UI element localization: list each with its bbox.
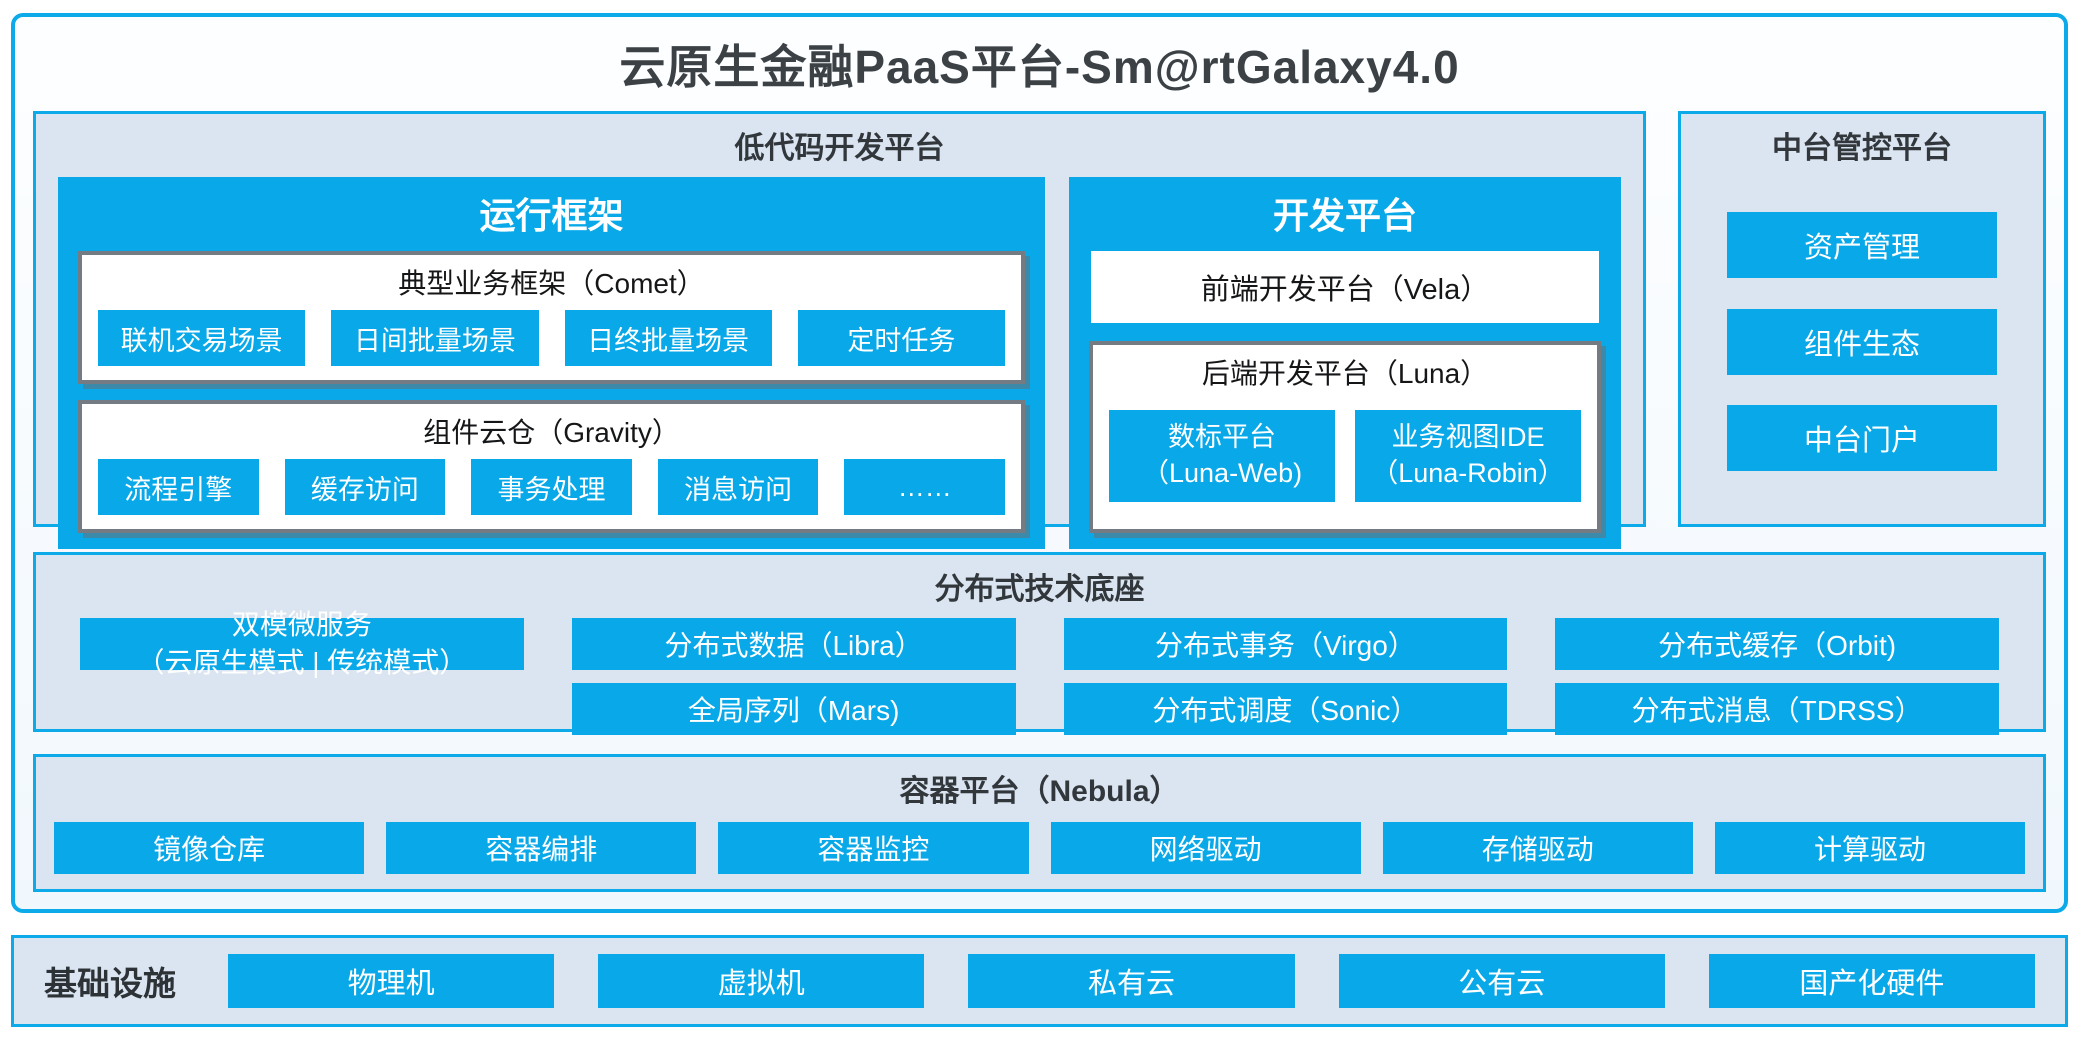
block-ellipsis: …… (844, 459, 1006, 515)
midplatform-control-title: 中台管控平台 (1772, 132, 1952, 165)
distributed-base-title: 分布式技术底座 (934, 573, 1145, 606)
block-global-sequence-mars: 全局序列（Mars) (571, 683, 1016, 735)
block-component-ecosystem: 组件生态 (1727, 308, 1997, 375)
block-dual-mode-line2: （云原生模式 | 传统模式） (136, 647, 468, 678)
block-luna-web-line2: （Luna-Web) (1142, 457, 1303, 488)
low-code-platform-body: 运行框架 典型业务框架（Comet） 联机交易场景 日间批量场景 日终批量场景 … (36, 177, 1643, 569)
block-distributed-transaction-virgo: 分布式事务（Virgo） (1063, 618, 1508, 670)
block-physical-machine: 物理机 (228, 954, 555, 1008)
runtime-framework-title: 运行框架 (479, 195, 624, 236)
block-container-monitoring: 容器监控 (718, 822, 1029, 874)
backend-platform-items: 数标平台 （Luna-Web) 业务视图IDE （Luna-Robin） (1093, 398, 1597, 529)
backend-platform-box: 后端开发平台（Luna） 数标平台 （Luna-Web) 业务视图IDE （Lu… (1089, 341, 1601, 533)
block-scheduled-task: 定时任务 (797, 310, 1006, 366)
block-dual-mode-line1: 双模微服务 (231, 609, 372, 641)
block-public-cloud: 公有云 (1338, 954, 1665, 1008)
block-cache-access: 缓存访问 (284, 459, 446, 515)
runtime-framework-box: 运行框架 典型业务框架（Comet） 联机交易场景 日间批量场景 日终批量场景 … (58, 177, 1046, 549)
block-daytime-batch: 日间批量场景 (331, 310, 539, 366)
block-luna-web: 数标平台 （Luna-Web) (1109, 409, 1336, 502)
dev-platform-box: 开发平台 前端开发平台（Vela） 后端开发平台（Luna） 数标平台 （Lun… (1069, 177, 1621, 549)
block-endofday-batch: 日终批量场景 (564, 310, 772, 366)
block-luna-web-line1: 数标平台 (1168, 422, 1277, 453)
dev-platform-title: 开发平台 (1273, 195, 1418, 236)
block-distributed-data-libra: 分布式数据（Libra） (571, 618, 1016, 670)
block-compute-driver: 计算驱动 (1714, 822, 2026, 874)
top-row: 低代码开发平台 运行框架 典型业务框架（Comet） 联机交易场景 日间批量场景… (33, 111, 2046, 549)
block-online-trading: 联机交易场景 (98, 310, 306, 366)
business-framework-items: 联机交易场景 日间批量场景 日终批量场景 定时任务 (82, 308, 1021, 380)
block-message-access: 消息访问 (657, 459, 819, 515)
business-framework-title: 典型业务框架（Comet） (398, 268, 705, 299)
block-luna-robin: 业务视图IDE （Luna-Robin） (1355, 409, 1581, 502)
midplatform-control-items: 资产管理 组件生态 中台门户 (1681, 177, 2043, 524)
container-platform-title: 容器平台（Nebula） (899, 775, 1180, 808)
component-warehouse-box: 组件云仓（Gravity） 流程引擎 缓存访问 事务处理 消息访问 …… (78, 400, 1026, 533)
infrastructure-title: 基础设施 (44, 965, 176, 1002)
block-dual-mode-microservice: 双模微服务 （云原生模式 | 传统模式） (80, 609, 524, 678)
frontend-platform-box: 前端开发平台（Vela） (1091, 251, 1599, 323)
block-distributed-message-tdrss: 分布式消息（TDRSS） (1555, 683, 1999, 735)
infrastructure-panel: 基础设施 物理机 虚拟机 私有云 公有云 国产化硬件 (11, 935, 2068, 1027)
block-container-orchestration: 容器编排 (386, 822, 697, 874)
block-distributed-cache-orbit: 分布式缓存（Orbit) (1555, 618, 1999, 670)
block-virtual-machine: 虚拟机 (598, 954, 925, 1008)
distributed-base-grid: 双模微服务 （云原生模式 | 传统模式） 分布式数据（Libra） 分布式事务（… (36, 609, 2043, 751)
component-warehouse-title: 组件云仓（Gravity） (423, 417, 680, 448)
block-luna-robin-line1: 业务视图IDE (1391, 422, 1545, 453)
block-transaction-processing: 事务处理 (471, 459, 632, 515)
page-title: 云原生金融PaaS平台-Sm@rtGalaxy4.0 (619, 41, 1460, 93)
block-storage-driver: 存储驱动 (1382, 822, 1693, 874)
block-network-driver: 网络驱动 (1050, 822, 1361, 874)
backend-platform-title: 后端开发平台（Luna） (1201, 358, 1489, 389)
container-platform-items: 镜像仓库 容器编排 容器监控 网络驱动 存储驱动 计算驱动 (36, 820, 2043, 892)
block-luna-robin-line2: （Luna-Robin） (1371, 457, 1565, 488)
block-distributed-scheduling-sonic: 分布式调度（Sonic） (1063, 683, 1508, 735)
block-midplatform-portal: 中台门户 (1727, 405, 1997, 472)
platform-diagram: 云原生金融PaaS平台-Sm@rtGalaxy4.0 低代码开发平台 运行框架 … (11, 13, 2068, 913)
midplatform-control-panel: 中台管控平台 资产管理 组件生态 中台门户 (1678, 111, 2046, 527)
container-platform-panel: 容器平台（Nebula） 镜像仓库 容器编排 容器监控 网络驱动 存储驱动 计算… (33, 754, 2046, 892)
block-image-registry: 镜像仓库 (54, 822, 365, 874)
low-code-platform-title: 低代码开发平台 (734, 132, 945, 165)
block-private-cloud: 私有云 (968, 954, 1295, 1008)
block-process-engine: 流程引擎 (98, 459, 259, 515)
component-warehouse-items: 流程引擎 缓存访问 事务处理 消息访问 …… (82, 457, 1021, 529)
low-code-platform-panel: 低代码开发平台 运行框架 典型业务框架（Comet） 联机交易场景 日间批量场景… (33, 111, 1646, 549)
block-domestic-hardware: 国产化硬件 (1708, 954, 2036, 1008)
business-framework-box: 典型业务框架（Comet） 联机交易场景 日间批量场景 日终批量场景 定时任务 (78, 251, 1026, 384)
block-asset-management: 资产管理 (1727, 211, 1997, 278)
distributed-base-panel: 分布式技术底座 双模微服务 （云原生模式 | 传统模式） 分布式数据（Libra… (33, 552, 2046, 735)
